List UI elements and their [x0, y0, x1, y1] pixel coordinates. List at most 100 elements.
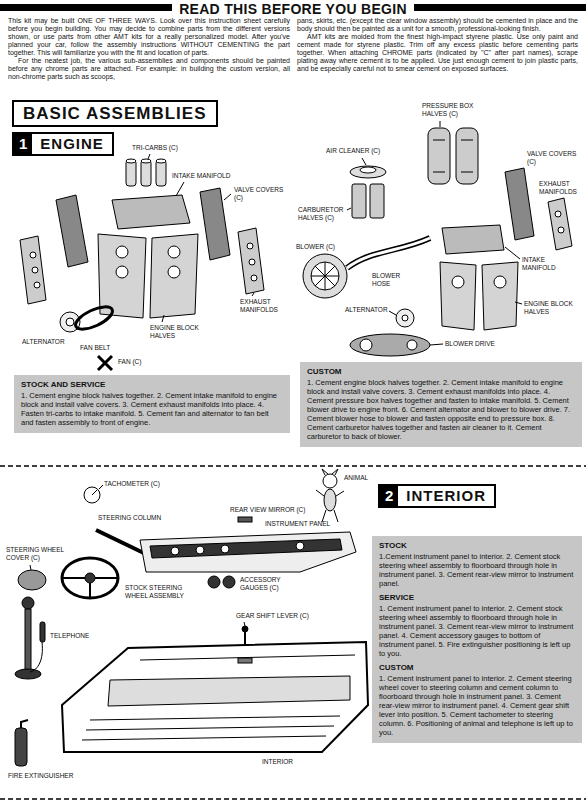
part-label: STEERING WHEEL COVER (C) [6, 546, 72, 562]
part-label: ALTERNATOR [22, 338, 65, 346]
stock-engine-drawing-part [148, 154, 254, 322]
stock-engine-drawing-part [251, 275, 257, 281]
panel-body: 1.Cement instrument panel to interior. 2… [379, 552, 575, 588]
part-label: BLOWER (C) [296, 243, 335, 251]
interior-drawing-part [22, 597, 34, 609]
panel-body: 1. Cement engine block halves together. … [21, 391, 283, 427]
stock-engine-drawing-part [32, 267, 38, 273]
part-label: BLOWER DRIVE [445, 340, 495, 348]
part-label: TELEPHONE [50, 632, 89, 640]
part-label: INSTRUMENT PANEL [265, 520, 330, 528]
stock-engine-drawing-part [141, 159, 151, 163]
interior-drawing-part [108, 676, 350, 706]
panel-body: 1. Cement instrument panel to interior. … [379, 604, 575, 658]
panel-heading: SERVICE [379, 593, 575, 603]
part-label: FIRE EXTINGUISHER [8, 772, 73, 780]
separator-line [0, 466, 586, 799]
interior-drawing-part [30, 565, 31, 570]
stock-engine-drawing-part [156, 159, 166, 163]
custom-engine-drawing-part [352, 184, 366, 218]
title-row: READ THIS BEFORE YOU BEGIN [0, 0, 586, 18]
custom-engine-drawing-part [350, 166, 386, 178]
part-label: ANIMAL [344, 474, 368, 482]
custom-engine-drawing-part [505, 168, 534, 240]
interior-drawing-part [208, 576, 220, 588]
instruction-panel: CUSTOM1. Cement engine block halves toge… [300, 362, 582, 447]
part-label: ALTERNATOR [345, 306, 388, 314]
instruction-panel: STOCK1.Cement instrument panel to interi… [372, 536, 582, 743]
part-label: BLOWER HOSE [372, 272, 412, 288]
stock-engine-drawing-part [126, 160, 136, 186]
step-number: 2 [380, 486, 398, 506]
intro-paragraph: AMT kits are molded from the finest high… [297, 33, 578, 73]
interior-drawing-part [25, 609, 31, 671]
stock-engine-drawing-part [168, 246, 180, 258]
custom-engine-drawing-part [442, 225, 504, 254]
part-label: INTAKE MANIFOLD [522, 256, 567, 272]
part-label: TRI-CARBS (C) [132, 144, 178, 152]
interior-drawing-part [322, 469, 338, 475]
interior-drawing [15, 469, 368, 766]
custom-engine-drawing-part [555, 211, 561, 217]
stock-engine-drawing-part [168, 266, 180, 278]
stock-engine-drawing [20, 154, 264, 370]
instruction-panel: STOCK AND SERVICE1. Cement engine block … [14, 375, 290, 433]
custom-engine-drawing-part [303, 254, 347, 298]
custom-engine-drawing-part [548, 198, 572, 250]
custom-engine-drawing-part [347, 238, 430, 268]
stock-engine-drawing-part [56, 195, 88, 267]
custom-engine-drawing-part [370, 184, 384, 218]
separator-line-part [0, 465, 586, 467]
stock-engine-drawing-part [247, 243, 253, 249]
custom-engine-drawing-part [428, 128, 450, 184]
section-heading: BASIC ASSEMBLIES [23, 104, 207, 123]
part-label: EXHAUST MANIFOLDS [240, 298, 290, 314]
part-label: FAN BELT [80, 344, 110, 352]
part-label: PRESSURE BOX HALVES (C) [422, 102, 482, 118]
interior-drawing-part [40, 622, 45, 642]
panel-heading: STOCK [379, 541, 575, 551]
custom-engine-drawing-part [396, 309, 414, 327]
part-label: ENGINE BLOCK HALVES [150, 324, 210, 340]
step-title: INTERIOR [398, 486, 494, 506]
part-label: STOCK STEERING WHEEL ASSEMBLY [125, 584, 195, 600]
custom-engine-drawing-part [433, 140, 473, 172]
interior-drawing-part [221, 545, 229, 553]
part-label: FAN (C) [118, 358, 141, 366]
interior-drawing-part [223, 576, 235, 588]
stock-engine-drawing-part [112, 195, 190, 229]
stock-engine-drawing-part [30, 252, 36, 258]
interior-drawing-part [15, 669, 41, 679]
part-label: VALVE COVERS (C) [234, 186, 292, 202]
interior-drawing-part [62, 578, 118, 598]
step-heading-box: 2INTERIOR [378, 484, 496, 508]
part-label: ENGINE BLOCK HALVES [524, 300, 582, 316]
interior-drawing-part [18, 570, 46, 590]
page-title: READ THIS BEFORE YOU BEGIN [179, 1, 407, 17]
custom-engine-drawing-part [482, 262, 518, 330]
custom-engine-drawing-part [347, 238, 430, 268]
stock-engine-drawing-part [20, 236, 46, 304]
separator-line-part [0, 798, 586, 800]
panel-body: 1. Cement engine block halves together. … [307, 378, 575, 441]
interior-drawing-part [140, 532, 356, 572]
interior-drawing-part [30, 642, 42, 672]
custom-engine-drawing-part [440, 262, 476, 330]
interior-drawing-part [62, 642, 368, 752]
intro-paragraph: For the neatest job, the various sub-ass… [8, 57, 290, 81]
part-label: EXHAUST MANIFOLDS [539, 180, 583, 196]
custom-engine-drawing-part [360, 339, 372, 351]
stock-engine-drawing-part [150, 234, 198, 318]
section-heading-box: BASIC ASSEMBLIES [12, 100, 218, 127]
part-label: GEAR SHIFT LEVER (C) [236, 612, 309, 620]
intro-paragraph: pans, skirts, etc. (except the clear win… [297, 17, 578, 33]
part-label: TACHOMETER (C) [104, 480, 160, 488]
interior-drawing-part [242, 626, 248, 632]
custom-engine-drawing-part [494, 276, 506, 288]
stock-engine-drawing-part [72, 302, 115, 333]
interior-drawing-part [238, 658, 252, 663]
part-label: AIR CLEANER (C) [326, 147, 380, 155]
stock-engine-drawing-part [98, 356, 112, 370]
panel-heading: CUSTOM [307, 367, 575, 377]
